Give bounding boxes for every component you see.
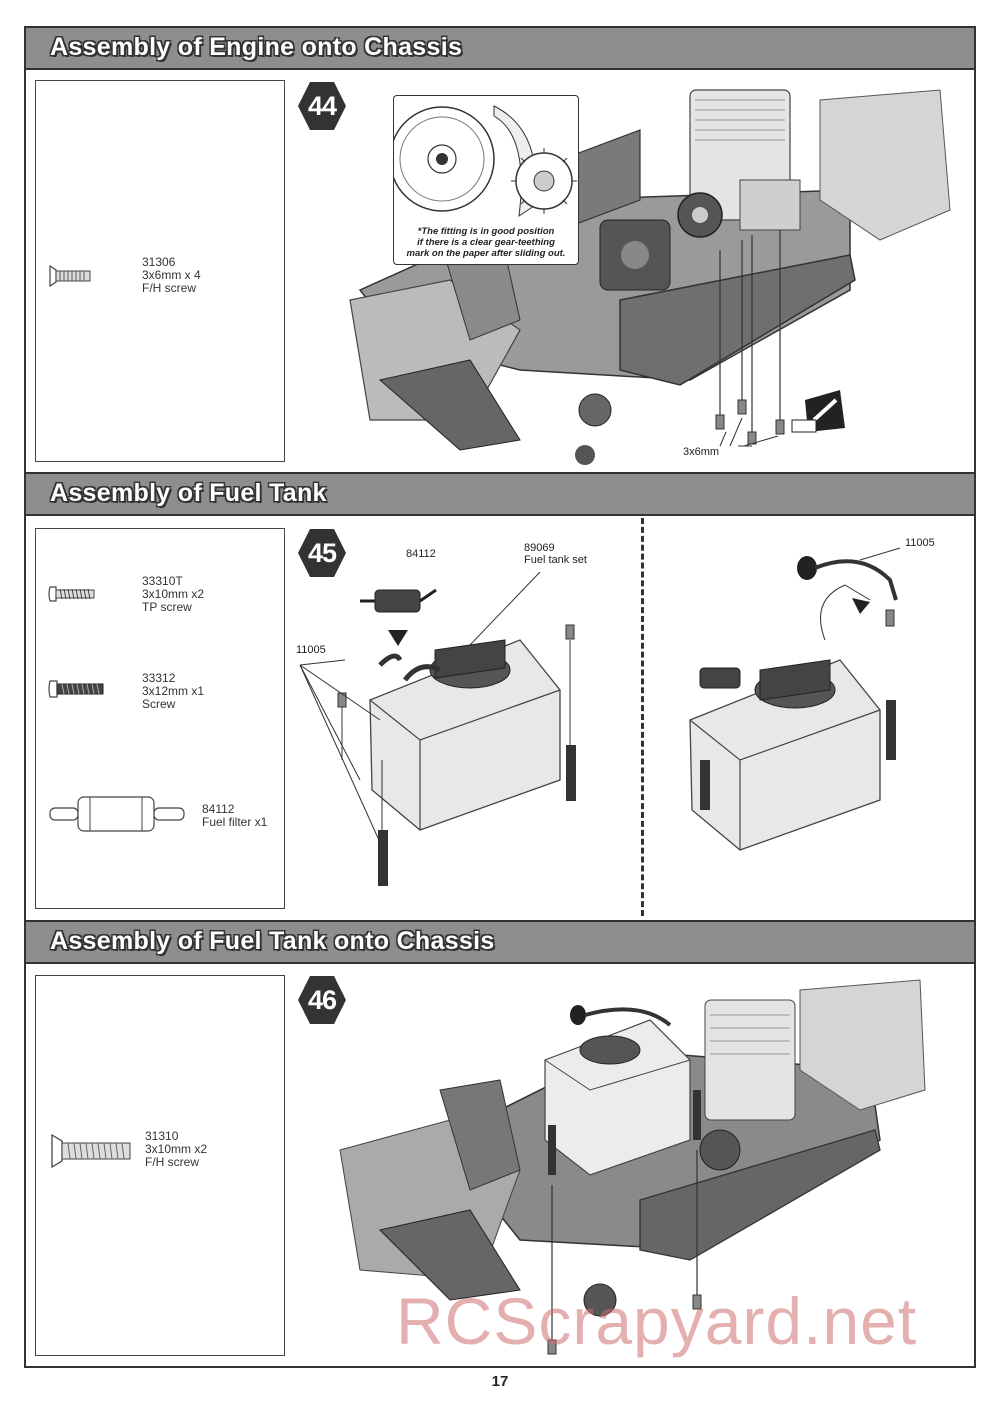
section-divider xyxy=(26,920,974,922)
gear-mesh-callout: *The fitting is in good position if ther… xyxy=(389,95,579,265)
part-info: 31306 3x6mm x 4 F/H screw xyxy=(142,256,201,295)
part-size: 3x10mm x2 xyxy=(145,1142,208,1156)
part-info: 84112 Fuel filter x1 xyxy=(202,803,267,829)
part-size: 3x12mm x1 xyxy=(142,684,205,698)
page-number: 17 xyxy=(491,1373,509,1390)
hexagon-icon xyxy=(298,976,346,1024)
section-title: Assembly of Engine onto Chassis xyxy=(50,33,463,61)
step-number: 46 xyxy=(307,985,337,1015)
part-size: 3x10mm x2 xyxy=(142,587,205,601)
callout-line: *The fitting is in good position xyxy=(417,226,555,237)
flat-head-screw-icon xyxy=(51,1133,131,1169)
parts-box-step-46: 31310 3x10mm x2 F/H screw xyxy=(35,975,285,1356)
fuel-tank-illustration xyxy=(299,547,901,886)
part-info: 33312 3x12mm x1 Screw xyxy=(142,672,204,711)
part-name: Screw xyxy=(142,697,176,711)
part-number: 84112 xyxy=(202,802,235,816)
step-number: 44 xyxy=(307,91,337,121)
fuel-filter-icon xyxy=(49,796,185,832)
section-header-engine: Assembly of Engine onto Chassis xyxy=(26,28,974,70)
step-badge-46: 46 xyxy=(296,974,348,1026)
gear-mesh-icon xyxy=(389,105,577,218)
part-number: 33312 xyxy=(142,671,176,685)
dashed-divider xyxy=(641,518,644,916)
section-header-fuel-tank-chassis: Assembly of Fuel Tank onto Chassis xyxy=(26,922,974,964)
section-title: Assembly of Fuel Tank onto Chassis xyxy=(50,927,495,955)
fuel-pipe-label-right: 11005 xyxy=(905,537,935,549)
part-name: F/H screw xyxy=(145,1155,199,1169)
fuel-pipe-label: 11005 xyxy=(296,644,326,656)
callout-line: if there is a clear gear-teething xyxy=(417,237,555,248)
callout-note: *The fitting is in good position if ther… xyxy=(394,226,578,259)
hexagon-icon xyxy=(298,529,346,577)
thread-lock-icon xyxy=(791,390,845,433)
parts-box-step-45: 33310T 3x10mm x2 TP screw 33312 3x12mm x… xyxy=(35,528,285,909)
tank-label: 89069 Fuel tank set xyxy=(524,542,587,566)
callout-line: mark on the paper after sliding out. xyxy=(406,248,566,259)
part-size: 3x6mm x 4 xyxy=(142,268,201,282)
hexagon-icon xyxy=(298,82,346,130)
machine-screw-icon xyxy=(48,680,104,698)
step-badge-45: 45 xyxy=(296,527,348,579)
screw-size-label: 3x6mm xyxy=(683,446,720,458)
page-frame xyxy=(24,26,976,1368)
section-title: Assembly of Fuel Tank xyxy=(50,479,327,507)
filter-label: 84112 xyxy=(406,548,436,560)
tp-screw-icon xyxy=(48,586,95,602)
tank-name: Fuel tank set xyxy=(524,554,587,566)
part-number: 33310T xyxy=(142,574,183,588)
part-info: 31310 3x10mm x2 F/H screw xyxy=(145,1130,207,1169)
part-name: TP screw xyxy=(142,600,192,614)
flat-head-screw-icon xyxy=(49,264,91,288)
watermark: RCScrapyard.net xyxy=(396,1284,918,1358)
part-name: Fuel filter x1 xyxy=(202,815,268,829)
parts-box-step-44: 31306 3x6mm x 4 F/H screw xyxy=(35,80,285,462)
step-number: 45 xyxy=(307,538,337,568)
part-number: 31306 xyxy=(142,255,176,269)
part-info: 33310T 3x10mm x2 TP screw xyxy=(142,575,204,614)
part-number: 31310 xyxy=(145,1129,179,1143)
section-header-fuel-tank: Assembly of Fuel Tank xyxy=(26,474,974,516)
part-name: F/H screw xyxy=(142,281,196,295)
section-divider xyxy=(26,472,974,474)
step-badge-44: 44 xyxy=(296,80,348,132)
tank-number: 89069 xyxy=(524,542,555,554)
